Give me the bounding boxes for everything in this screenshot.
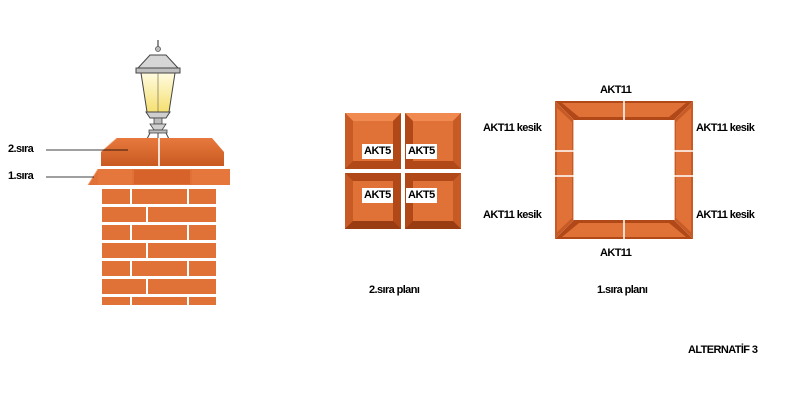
street-lamp bbox=[135, 40, 181, 140]
plan1-left-top-label: AKT11 kesik bbox=[483, 122, 542, 134]
plan1-right-bottom-label: AKT11 kesik bbox=[696, 209, 755, 221]
cap-stone-row2 bbox=[100, 137, 224, 166]
plan1-right-top-label: AKT11 kesik bbox=[696, 122, 755, 134]
variant-label: ALTERNATİF 3 bbox=[688, 344, 758, 356]
plan-row2 bbox=[344, 112, 462, 230]
plan1-bottom-label: AKT11 bbox=[600, 247, 632, 259]
plan-row1-caption: 1.sıra planı bbox=[597, 284, 648, 296]
tile-label-akt5-tr: AKT5 bbox=[406, 144, 437, 159]
plan1-top-label: AKT11 bbox=[600, 84, 632, 96]
tile-label-akt5-bl: AKT5 bbox=[362, 188, 393, 203]
tile-label-akt5-tl: AKT5 bbox=[362, 144, 393, 159]
row2-label: 2.sıra bbox=[8, 143, 34, 155]
row1-label: 1.sıra bbox=[8, 170, 34, 182]
plan1-left-bottom-label: AKT11 kesik bbox=[483, 209, 542, 221]
plan-row1 bbox=[554, 100, 694, 240]
brick-row1 bbox=[87, 168, 230, 186]
tile-label-akt5-br: AKT5 bbox=[406, 188, 437, 203]
plan-row2-caption: 2.sıra planı bbox=[369, 284, 420, 296]
pillar-body bbox=[100, 187, 218, 306]
